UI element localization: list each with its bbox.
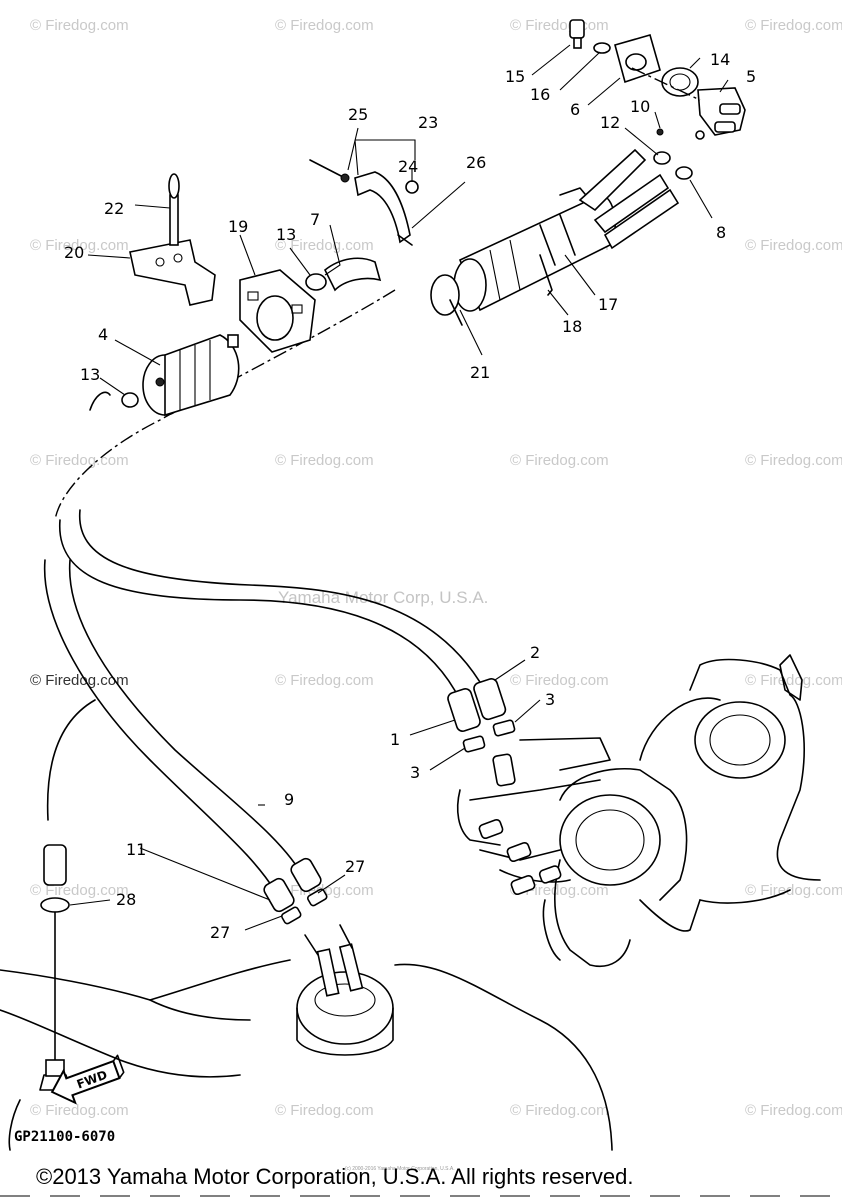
watermark: © Firedog.com — [30, 672, 129, 689]
watermark: © Firedog.com — [510, 17, 609, 34]
callout-1: 1 — [390, 730, 400, 749]
fuel-cooler-17 — [430, 148, 680, 326]
hoses-9-11 — [43, 559, 328, 925]
callout-9: 9 — [284, 790, 294, 809]
callout-6: 6 — [570, 100, 580, 119]
callout-27: 27 — [210, 923, 230, 942]
watermark: © Firedog.com — [30, 452, 129, 469]
watermark: © Firedog.com — [30, 882, 129, 899]
callout-17: 17 — [598, 295, 618, 314]
watermark: © Firedog.com — [745, 672, 842, 689]
watermark: © Firedog.com — [745, 882, 842, 899]
callout-20: 20 — [64, 243, 84, 262]
hose-7 — [305, 257, 382, 292]
callout-24: 24 — [398, 157, 418, 176]
watermark: © Firedog.com — [510, 672, 609, 689]
callout-4: 4 — [98, 325, 108, 344]
callout-3: 3 — [545, 690, 555, 709]
fuel-valve-assembly — [569, 19, 746, 180]
watermark: © Firedog.com — [30, 237, 129, 254]
callout-15: 15 — [505, 67, 525, 86]
callout-27: 27 — [345, 857, 365, 876]
callout-8: 8 — [716, 223, 726, 242]
callout-5: 5 — [746, 67, 756, 86]
callout-22: 22 — [104, 199, 124, 218]
watermark: © Firedog.com — [30, 1102, 129, 1119]
watermark: © Firedog.com — [275, 17, 374, 34]
callout-10: 10 — [630, 97, 650, 116]
watermark: © Firedog.com — [275, 452, 374, 469]
callout-7: 7 — [310, 210, 320, 229]
callout-13: 13 — [276, 225, 296, 244]
watermark: © Firedog.com — [510, 452, 609, 469]
watermark: © Firedog.com — [745, 237, 842, 254]
copyright-notice: ©2013 Yamaha Motor Corporation, U.S.A. A… — [36, 1164, 633, 1189]
callout-11: 11 — [126, 840, 146, 859]
engine-carburetor-assembly — [456, 654, 821, 967]
callout-26: 26 — [466, 153, 486, 172]
leader-lines — [69, 44, 729, 931]
callout-23: 23 — [418, 113, 438, 132]
watermark: © Firedog.com — [745, 17, 842, 34]
callout-25: 25 — [348, 105, 368, 124]
fuel-pump-unit — [296, 924, 394, 1056]
callout-14: 14 — [710, 50, 730, 69]
callout-12: 12 — [600, 113, 620, 132]
callout-13: 13 — [80, 365, 100, 384]
callout-19: 19 — [228, 217, 248, 236]
watermark: © Firedog.com — [275, 237, 374, 254]
callout-2: 2 — [530, 643, 540, 662]
diagram-code: GP21100-6070 — [14, 1129, 115, 1145]
watermark: © Firedog.com — [275, 672, 374, 689]
watermark: © Firedog.com — [275, 1102, 374, 1119]
watermark: © Firedog.com — [30, 17, 129, 34]
watermark: © Firedog.com — [745, 1102, 842, 1119]
callout-18: 18 — [562, 317, 582, 336]
fwd-arrow: FWD — [50, 1054, 125, 1105]
callout-16: 16 — [530, 85, 550, 104]
callout-3: 3 — [410, 763, 420, 782]
callout-28: 28 — [116, 890, 136, 909]
callout-21: 21 — [470, 363, 490, 382]
watermark-layer: © Firedog.com © Firedog.com © Firedog.co… — [30, 17, 842, 1119]
fuel-filter-group — [89, 173, 316, 417]
callout-layer: 1 2 3 3 4 5 6 7 8 9 10 11 12 13 13 14 15… — [64, 50, 756, 942]
vent-hose-28 — [39, 844, 71, 1091]
tiny-notice: (c) 2000-2016 Yamaha Motor Corporation, … — [345, 1166, 455, 1172]
watermark: © Firedog.com — [510, 1102, 609, 1119]
watermark: © Firedog.com — [745, 452, 842, 469]
